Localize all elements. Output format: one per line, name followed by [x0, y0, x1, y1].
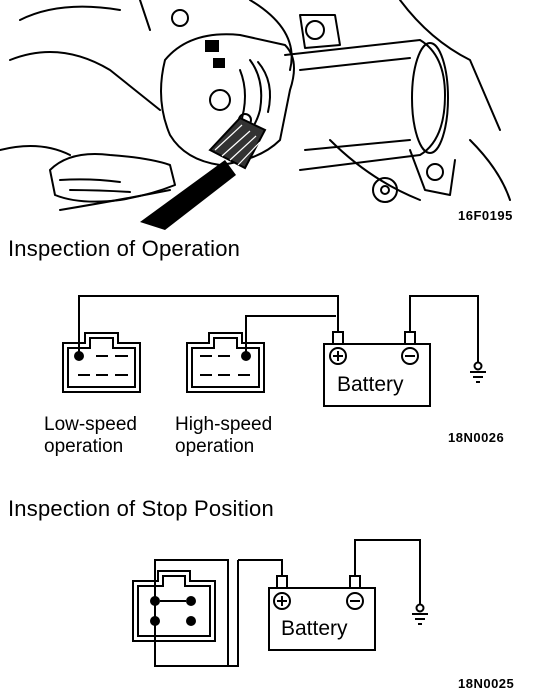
- heading-stop-position: Inspection of Stop Position: [8, 496, 274, 521]
- battery-box-operation: [323, 343, 431, 407]
- figure-code-operation: 18N0026: [448, 430, 505, 445]
- battery-box-stop: [268, 587, 376, 651]
- wire-high-speed: [245, 315, 336, 356]
- high-speed-label-line2: operation: [175, 436, 255, 457]
- high-speed-label-line1: High-speed: [175, 414, 273, 435]
- low-speed-connector: [62, 332, 141, 393]
- battery-label-stop: Battery: [281, 617, 348, 640]
- battery-label-operation: Battery: [337, 373, 404, 396]
- high-speed-connector: [186, 332, 265, 393]
- ground-icon-operation: [470, 361, 486, 383]
- ground-icon-stop: [412, 603, 428, 625]
- figure-code-stop: 18N0025: [458, 676, 515, 691]
- low-speed-label-line2: operation: [44, 436, 124, 457]
- figure-code-top: 16F0195: [458, 208, 513, 223]
- pointer-arrow: [140, 160, 236, 230]
- wire-ground-operation: [409, 295, 479, 362]
- wire-low-speed: [78, 295, 339, 356]
- stop-connector: [132, 570, 216, 642]
- connector: [208, 116, 267, 170]
- heading-operation: Inspection of Operation: [8, 236, 241, 261]
- stop-wire-positive: [238, 559, 283, 576]
- stop-wire-ground: [354, 539, 421, 604]
- wiper-motor-illustration: [0, 0, 511, 230]
- low-speed-label-line1: Low-speed: [44, 414, 137, 435]
